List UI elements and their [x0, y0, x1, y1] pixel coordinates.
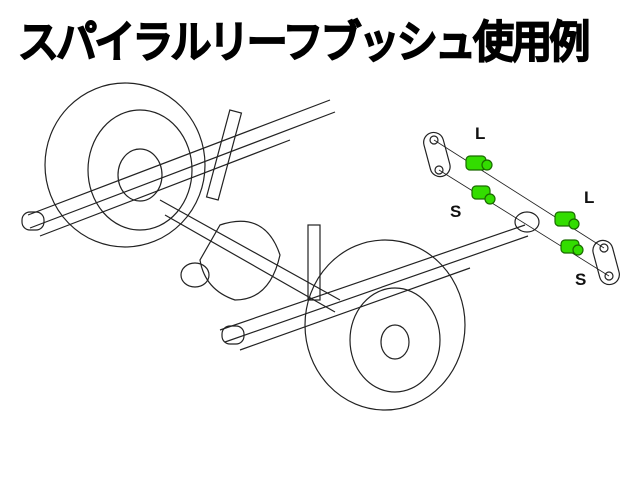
bushing-icon: [560, 239, 584, 256]
page-title: スパイラルリーフブッシュ使用例: [17, 16, 591, 69]
bushing-icon: [471, 185, 496, 205]
bushing-icon: [465, 155, 493, 171]
label-s-lower-right: S: [575, 270, 587, 289]
bolt-lines: [433, 139, 610, 277]
rear-wheel-right: [304, 239, 466, 411]
label-l-upper-right: L: [584, 188, 595, 207]
shock-absorbers: [205, 109, 321, 301]
axle-housing: [159, 199, 341, 313]
shackle-right: [592, 239, 620, 286]
rear-wheel-left: [44, 82, 206, 248]
label-l-upper-left: L: [475, 124, 486, 143]
label-s-lower-left: S: [450, 202, 462, 221]
leaf-spring-left: [21, 99, 336, 237]
bushing-icons: [465, 155, 584, 256]
spring-eye: [514, 211, 540, 233]
bushing-icon: [554, 211, 580, 230]
shackle-left: [423, 131, 451, 178]
leaf-spring-right: [219, 224, 529, 351]
